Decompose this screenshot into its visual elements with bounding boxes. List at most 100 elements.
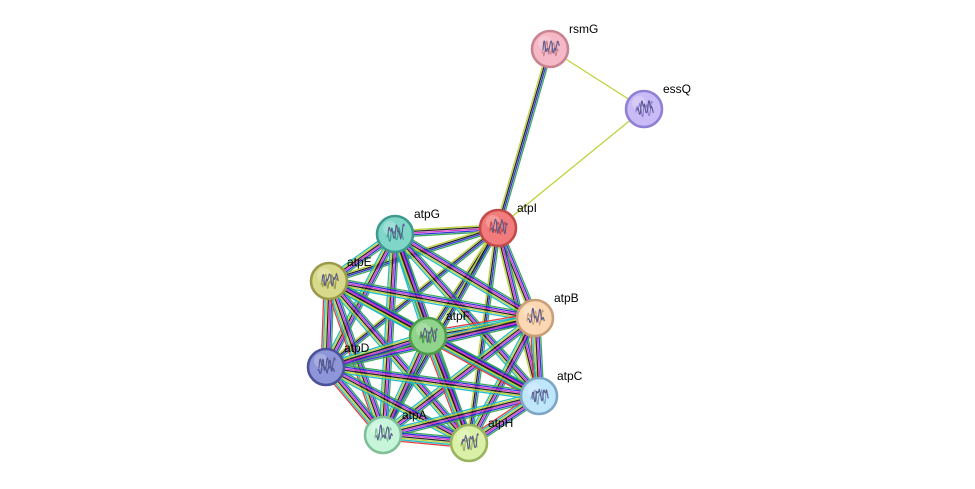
edge-evidence-line bbox=[471, 319, 540, 446]
atpE-structure-icon bbox=[320, 272, 339, 290]
atpI-structure-icon bbox=[489, 218, 508, 235]
edge-atpE-atpB bbox=[328, 276, 536, 323]
node-label-atpC: atpC bbox=[557, 369, 583, 383]
edge-evidence-line bbox=[326, 365, 540, 396]
node-rsmG[interactable]: rsmG bbox=[530, 22, 598, 69]
edge-evidence-line bbox=[395, 233, 541, 396]
edge-atpC-atpA bbox=[381, 391, 541, 440]
edge-evidence-line bbox=[326, 363, 540, 395]
edge-evidence-line bbox=[428, 334, 541, 396]
atpH-structure-icon bbox=[460, 433, 479, 452]
node-atpA[interactable]: atpA bbox=[363, 408, 427, 455]
edge-evidence-line bbox=[394, 234, 535, 320]
edge-atpD-atpC bbox=[325, 362, 540, 401]
edge-evidence-line bbox=[327, 362, 472, 441]
edge-evidence-line bbox=[467, 317, 535, 443]
node-label-atpE: atpE bbox=[347, 255, 372, 269]
edge-evidence-line bbox=[494, 228, 537, 397]
node-layer: rsmG essQ atpI atpG atpE atpB atpF atpD atpC atpA… bbox=[306, 22, 691, 463]
edge-evidence-line bbox=[384, 319, 537, 438]
edge-evidence-line bbox=[381, 315, 534, 434]
node-atpG[interactable]: atpG bbox=[375, 207, 440, 254]
node-atpH[interactable]: atpH bbox=[449, 416, 513, 463]
edge-evidence-line bbox=[329, 276, 536, 315]
edge-atpD-atpH bbox=[323, 362, 472, 448]
node-atpF[interactable]: atpF bbox=[408, 309, 470, 356]
edge-evidence-line bbox=[328, 284, 535, 323]
edge-evidence-line bbox=[422, 337, 466, 445]
edge-evidence-line bbox=[495, 48, 549, 228]
node-label-essQ: essQ bbox=[663, 82, 691, 96]
atpC-structure-icon bbox=[530, 388, 549, 405]
edge-evidence-line bbox=[323, 369, 468, 448]
edge-evidence-line bbox=[383, 396, 540, 437]
edge-evidence-line bbox=[429, 332, 541, 394]
node-label-rsmG: rsmG bbox=[569, 22, 598, 36]
atpA-structure-icon bbox=[374, 424, 393, 442]
edge-evidence-line bbox=[396, 231, 542, 395]
edge-evidence-line bbox=[329, 278, 536, 317]
node-atpC[interactable]: atpC bbox=[519, 369, 583, 416]
node-circle[interactable] bbox=[478, 208, 518, 248]
edge-evidence-line bbox=[383, 397, 540, 438]
edge-evidence-line bbox=[325, 368, 539, 400]
node-label-atpG: atpG bbox=[414, 207, 440, 221]
node-label-atpA: atpA bbox=[402, 408, 427, 422]
node-atpI[interactable]: atpI bbox=[478, 201, 537, 248]
atpG-structure-icon bbox=[386, 223, 405, 242]
node-circle[interactable] bbox=[530, 29, 570, 69]
edge-evidence-line bbox=[324, 368, 469, 446]
edge-evidence-line bbox=[392, 235, 538, 399]
edge-evidence-line bbox=[470, 318, 538, 445]
node-label-atpD: atpD bbox=[344, 341, 370, 355]
edge-atpG-atpC bbox=[391, 230, 543, 400]
edge-evidence-line bbox=[331, 277, 473, 441]
node-atpE[interactable]: atpE bbox=[309, 255, 372, 301]
edge-atpB-atpH bbox=[464, 315, 540, 446]
node-label-atpI: atpI bbox=[517, 201, 537, 215]
edge-evidence-line bbox=[469, 318, 537, 444]
edge-evidence-line bbox=[385, 320, 538, 439]
edge-evidence-line bbox=[466, 316, 534, 443]
edge-evidence-line bbox=[381, 233, 395, 435]
edge-evidence-line bbox=[425, 226, 497, 336]
edge-evidence-line bbox=[391, 236, 537, 400]
edge-evidence-line bbox=[496, 48, 550, 228]
edge-evidence-line bbox=[497, 108, 645, 229]
edge-evidence-line bbox=[326, 365, 470, 443]
node-atpB[interactable]: atpB bbox=[515, 291, 579, 338]
node-atpD[interactable]: atpD bbox=[306, 341, 370, 387]
edge-evidence-line bbox=[393, 235, 535, 321]
edge-evidence-line bbox=[499, 49, 553, 229]
rsmG-structure-icon bbox=[541, 40, 560, 57]
edge-evidence-line bbox=[464, 315, 533, 442]
edge-evidence-line bbox=[325, 367, 539, 398]
node-essQ[interactable]: essQ bbox=[624, 82, 691, 129]
edge-evidence-line bbox=[326, 364, 471, 442]
edge-evidence-line bbox=[426, 336, 539, 398]
node-circle[interactable] bbox=[309, 261, 349, 301]
edge-evidence-line bbox=[396, 230, 538, 316]
edge-essQ-atpI bbox=[497, 108, 645, 229]
edge-evidence-line bbox=[325, 370, 539, 401]
edge-evidence-line bbox=[397, 230, 543, 394]
node-circle[interactable] bbox=[408, 316, 448, 356]
edge-evidence-line bbox=[424, 336, 467, 445]
node-label-atpB: atpB bbox=[554, 291, 579, 305]
atpB-structure-icon bbox=[526, 307, 545, 326]
node-label-atpH: atpH bbox=[488, 416, 513, 430]
edge-evidence-line bbox=[381, 391, 539, 432]
edge-evidence-line bbox=[382, 393, 539, 434]
essQ-structure-icon bbox=[635, 100, 654, 118]
edge-rsmG-atpI bbox=[495, 48, 553, 229]
edge-evidence-line bbox=[329, 279, 536, 318]
edge-evidence-line bbox=[395, 231, 537, 317]
node-circle[interactable] bbox=[363, 415, 403, 455]
node-highlight bbox=[632, 96, 646, 110]
edge-evidence-line bbox=[427, 335, 540, 397]
edge-evidence-line bbox=[325, 367, 469, 445]
node-label-atpF: atpF bbox=[446, 309, 470, 323]
edge-evidence-line bbox=[328, 282, 535, 321]
edge-evidence-line bbox=[393, 234, 539, 397]
